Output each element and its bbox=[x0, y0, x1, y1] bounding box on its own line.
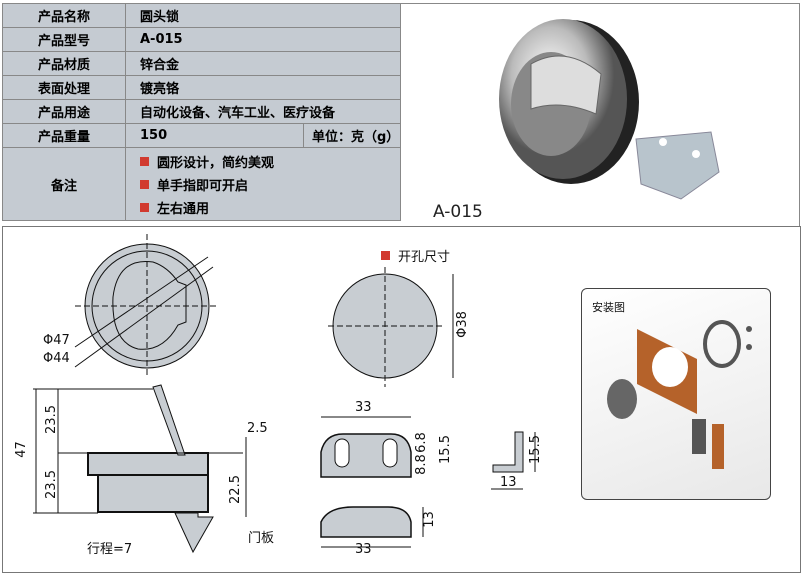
note-text: 单手指即可开启 bbox=[157, 178, 249, 194]
dim-inner-diameter: Φ44 bbox=[43, 351, 70, 366]
dim-flange: 2.5 bbox=[247, 421, 268, 436]
note-item: 圆形设计，简约美观 bbox=[140, 150, 400, 173]
cutout-title-text: 开孔尺寸 bbox=[398, 250, 451, 265]
bullet-icon bbox=[140, 179, 149, 189]
bullet-icon bbox=[140, 202, 149, 212]
weight-value: 150 bbox=[125, 123, 304, 148]
table-row: 备注 圆形设计，简约美观 单手指即可开启 左右通用 bbox=[2, 147, 401, 221]
note-text: 圆形设计，简约美观 bbox=[157, 155, 275, 171]
table-row: 产品材质锌合金 bbox=[2, 51, 401, 76]
bullet-icon bbox=[140, 156, 149, 166]
dim-plate-width: 33 bbox=[355, 400, 372, 415]
row-label: 表面处理 bbox=[2, 75, 126, 100]
drawing-lines bbox=[33, 234, 536, 554]
dim-bracket-width: 13 bbox=[500, 475, 517, 490]
dim-plate-h1: 6.8 bbox=[413, 432, 429, 453]
dim-bracket-height: 15.5 bbox=[527, 435, 543, 464]
row-value: 镀亮铬 bbox=[125, 75, 401, 100]
row-value: 自动化设备、汽车工业、医疗设备 bbox=[125, 99, 401, 124]
dim-cutout-diameter: Φ38 bbox=[454, 311, 470, 338]
product-photo: A-015 bbox=[433, 19, 720, 222]
row-label: 备注 bbox=[2, 147, 126, 221]
exploded-view bbox=[607, 320, 752, 469]
cutout-title: 开孔尺寸 bbox=[381, 246, 450, 265]
dim-body: 22.5 bbox=[227, 475, 243, 504]
dim-plate-h2: 8.8 bbox=[413, 454, 429, 475]
row-value: A-015 bbox=[125, 27, 401, 52]
row-label: 产品用途 bbox=[2, 99, 126, 124]
photo-caption: A-015 bbox=[433, 202, 483, 222]
dim-total-height: 47 bbox=[13, 441, 29, 458]
technical-drawing: Φ47 Φ44 47 23.5 23.5 2.5 22.5 行程=7 门板 开孔… bbox=[2, 226, 801, 573]
table-row: 产品名称圆头锁 bbox=[2, 3, 401, 28]
weight-unit: 单位：克（g） bbox=[303, 123, 401, 148]
notes-list: 圆形设计，简约美观 单手指即可开启 左右通用 bbox=[125, 147, 401, 221]
install-title: 安装图 bbox=[592, 301, 625, 314]
row-label: 产品重量 bbox=[2, 123, 126, 148]
dim-bottom-height: 23.5 bbox=[43, 470, 59, 499]
dim-outer-diameter: Φ47 bbox=[43, 333, 70, 348]
row-value: 锌合金 bbox=[125, 51, 401, 76]
row-label: 产品型号 bbox=[2, 27, 126, 52]
row-label: 产品名称 bbox=[2, 3, 126, 28]
dim-plate-h3: 15.5 bbox=[437, 435, 453, 464]
product-photo-area: A-015 bbox=[401, 3, 800, 226]
dim-cover-width: 33 bbox=[355, 542, 372, 557]
row-label: 产品材质 bbox=[2, 51, 126, 76]
table-row: 表面处理镀亮铬 bbox=[2, 75, 401, 100]
row-value: 圆头锁 bbox=[125, 3, 401, 28]
installation-diagram: 安装图 bbox=[581, 288, 771, 500]
note-text: 左右通用 bbox=[157, 201, 210, 217]
table-row: 产品用途自动化设备、汽车工业、医疗设备 bbox=[2, 99, 401, 124]
note-item: 单手指即可开启 bbox=[140, 173, 400, 196]
bullet-icon bbox=[381, 251, 390, 260]
door-panel-label: 门板 bbox=[248, 531, 275, 546]
dim-stroke: 行程=7 bbox=[87, 542, 133, 557]
dim-cover-height: 13 bbox=[421, 511, 437, 528]
note-item: 左右通用 bbox=[140, 196, 400, 219]
dim-top-height: 23.5 bbox=[43, 405, 59, 434]
